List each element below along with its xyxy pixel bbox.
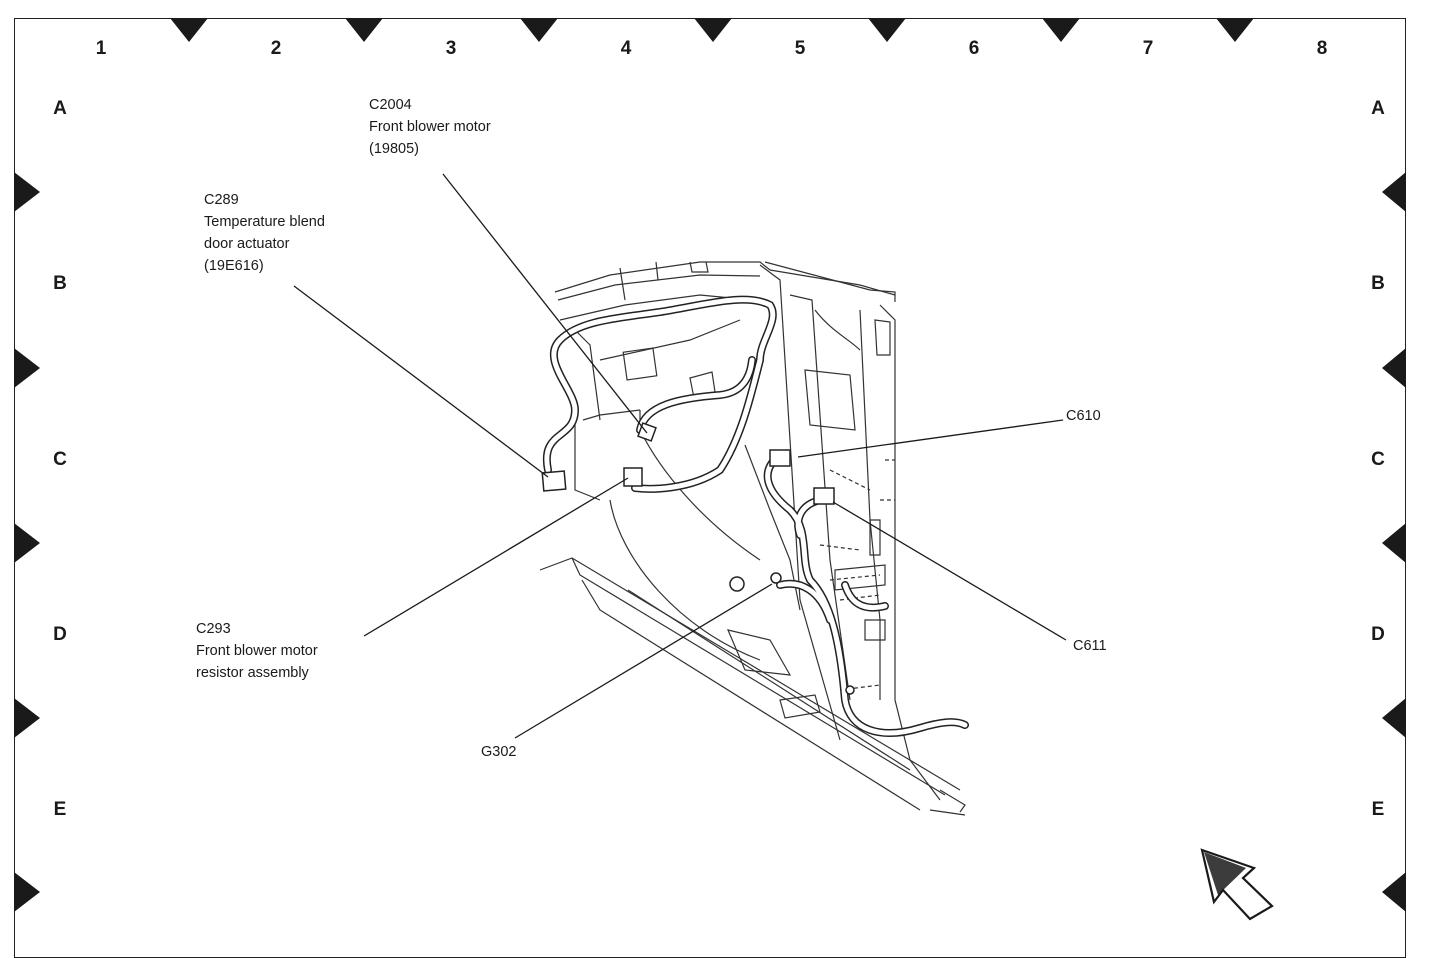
grid-row-label: B xyxy=(1371,273,1385,294)
grid-marker-icon xyxy=(170,18,1254,42)
grid-marker-icon xyxy=(14,172,40,912)
callout-id: C2004 xyxy=(369,97,412,113)
grid-column-label: 4 xyxy=(620,38,632,59)
callout-c2004: C2004 Front blower motor (19805) xyxy=(369,94,491,160)
grid-column-label: 1 xyxy=(95,38,107,59)
grid-column-label: 8 xyxy=(1316,38,1328,59)
callout-c610: C610 xyxy=(1066,405,1101,427)
vehicle-body-outline xyxy=(539,261,966,816)
grid-marker-icon xyxy=(1382,172,1406,912)
callout-g302: G302 xyxy=(481,741,516,763)
callout-text: (19E616) xyxy=(204,258,264,274)
grid-row-label: A xyxy=(1371,98,1385,119)
callout-text: (19805) xyxy=(369,141,419,157)
callout-c289: C289 Temperature blend door actuator (19… xyxy=(204,189,325,277)
callout-text: Front blower motor xyxy=(369,119,491,135)
callout-c611: C611 xyxy=(1073,635,1107,657)
callout-text: Temperature blend xyxy=(204,214,325,230)
callout-id: C293 xyxy=(196,621,231,637)
front-direction-arrow-icon xyxy=(1200,848,1274,921)
callout-id: C289 xyxy=(204,192,239,208)
grid-row-label: D xyxy=(1371,624,1385,645)
callout-id: C611 xyxy=(1073,638,1107,654)
grid-row-label: D xyxy=(53,624,67,645)
grid-column-label: 2 xyxy=(270,38,282,59)
callout-c293: C293 Front blower motor resistor assembl… xyxy=(196,618,318,684)
grid-row-label: E xyxy=(1371,799,1385,820)
grid-row-label: E xyxy=(53,799,67,820)
callout-text: Front blower motor xyxy=(196,643,318,659)
connector-icon xyxy=(541,422,855,695)
grid-row-label: A xyxy=(53,98,67,119)
callout-id: G302 xyxy=(481,744,517,760)
grid-column-label: 5 xyxy=(794,38,806,59)
leader-lines xyxy=(293,173,1067,739)
grid-column-label: 7 xyxy=(1142,38,1154,59)
callout-text: door actuator xyxy=(204,236,290,252)
callout-text: resistor assembly xyxy=(196,665,309,681)
grid-row-label: C xyxy=(53,449,67,470)
grid-row-label: C xyxy=(1371,449,1385,470)
grid-row-label: B xyxy=(53,273,67,294)
grid-column-label: 3 xyxy=(445,38,457,59)
callout-id: C610 xyxy=(1066,408,1101,424)
grid-column-label: 6 xyxy=(968,38,980,59)
